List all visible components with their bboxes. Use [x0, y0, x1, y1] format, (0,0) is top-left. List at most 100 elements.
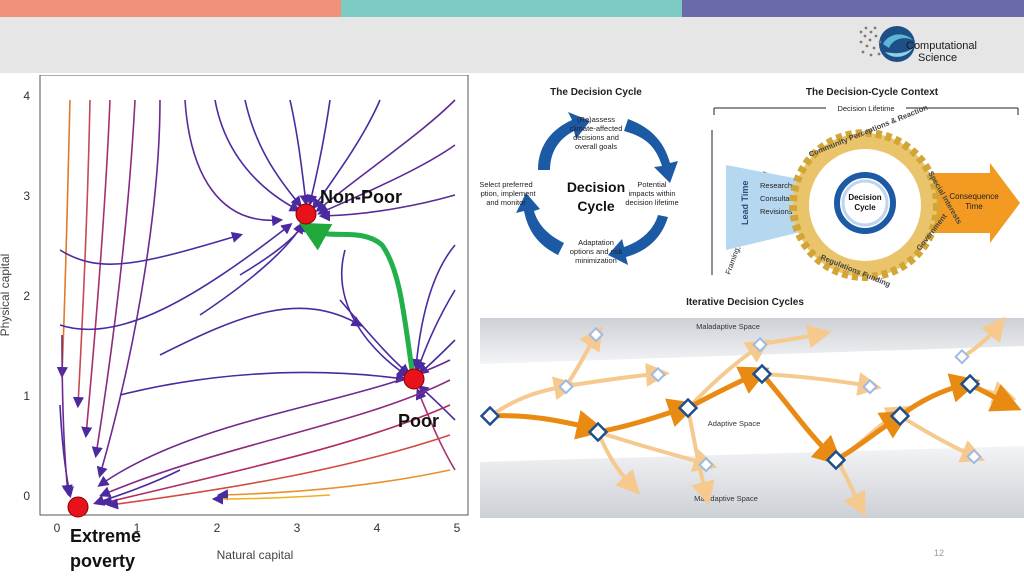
- inner-cycle-icon: [834, 172, 896, 234]
- iterative-cycles-figure: Iterative Decision Cycles Maladaptive Sp…: [480, 297, 1024, 518]
- stream-line: [244, 99, 303, 208]
- cycle-arrows-icon: [516, 112, 678, 265]
- logo-line-2: Science: [918, 52, 958, 64]
- consequence-line2: Time: [965, 202, 983, 211]
- decision-cycle-title: The Decision Cycle: [550, 87, 642, 98]
- research-label: Research: [760, 181, 792, 190]
- lifetime-label: Decision Lifetime: [837, 104, 894, 113]
- bottom-maladaptive-label: Maladaptive Space: [694, 494, 758, 503]
- extreme-poverty-point: [67, 496, 89, 518]
- step-right-2: impacts within: [628, 189, 675, 198]
- minor-nodes: [558, 326, 982, 473]
- stream-line: [199, 222, 304, 316]
- computational-science-logo: [859, 26, 915, 62]
- x-tick-3: 3: [294, 521, 301, 535]
- top-bar-segment-purple: [682, 0, 1024, 17]
- y-tick-4: 4: [23, 89, 30, 103]
- non-poor-label: Non-Poor: [320, 187, 402, 207]
- decision-nodes: [480, 363, 981, 471]
- stream-line: [96, 99, 161, 479]
- stream-line: [289, 99, 311, 207]
- poor-point: [403, 368, 425, 390]
- y-tick-2: 2: [23, 289, 30, 303]
- stream-line: [106, 434, 451, 510]
- stream-line: [99, 379, 451, 498]
- x-tick-4: 4: [374, 521, 381, 535]
- logo-mark-icon: [859, 26, 915, 62]
- step-right-3: decision lifetime: [625, 198, 678, 207]
- x-tick-0: 0: [54, 521, 61, 535]
- x-tick-2: 2: [214, 521, 221, 535]
- stream-line: [61, 334, 73, 497]
- step-bottom-3: minimization: [575, 256, 617, 265]
- stream-line: [417, 339, 456, 375]
- step-left-3: and monitor: [486, 198, 526, 207]
- x-tick-1: 1: [134, 521, 141, 535]
- stream-plot: 0 1 2 3 4 5 0 1 2 3 4 Natural capital Ph…: [0, 75, 469, 571]
- poor-label: Poor: [398, 411, 439, 431]
- step-bottom-1: Adaptation: [578, 238, 614, 247]
- stream-line: [214, 99, 301, 212]
- step-top-2: climate-affected: [570, 124, 623, 133]
- revisions-label: Revisions: [760, 207, 793, 216]
- top-bar-segment-teal: [341, 0, 682, 17]
- stream-line: [159, 307, 363, 356]
- stream-line: [72, 99, 91, 409]
- decision-cycle-center-2: Cycle: [577, 198, 615, 214]
- stream-line: [317, 144, 456, 215]
- stream-line: [318, 194, 456, 222]
- context-center-2: Cycle: [854, 203, 876, 212]
- extreme-poverty-label-line2: poverty: [70, 551, 135, 571]
- step-right-1: Potential: [637, 180, 667, 189]
- lead-time-label: Lead Time: [740, 181, 750, 225]
- stream-line: [415, 388, 456, 471]
- logo-text: Computational Science: [906, 40, 977, 64]
- step-top-4: overall goals: [575, 142, 617, 151]
- stream-line: [59, 223, 293, 331]
- consequence-arrow: [930, 163, 1020, 243]
- top-maladaptive-label: Maladaptive Space: [696, 322, 760, 331]
- stream-line: [216, 469, 451, 501]
- y-tick-0: 0: [23, 489, 30, 503]
- stream-line: [119, 371, 408, 396]
- stream-line: [100, 404, 451, 507]
- stream-line: [59, 231, 244, 265]
- step-top-3: decisions and: [573, 133, 619, 142]
- page-number: 12: [934, 548, 945, 558]
- extreme-poverty-label-line1: Extreme: [70, 526, 141, 546]
- step-top-1: (Re)assess: [577, 115, 615, 124]
- stream-line: [81, 99, 111, 439]
- slide-header: [0, 17, 1024, 73]
- x-tick-5: 5: [454, 521, 461, 535]
- stream-line: [92, 469, 181, 506]
- y-axis-label: Physical capital: [0, 254, 12, 337]
- stream-line: [56, 99, 71, 379]
- consultations-label: Consultations: [760, 194, 806, 203]
- stream-line: [315, 99, 456, 213]
- top-bar-segment-coral: [0, 0, 341, 17]
- y-tick-3: 3: [23, 189, 30, 203]
- stream-line: [184, 99, 284, 227]
- consequence-line1: Consequence: [949, 192, 999, 201]
- step-left-2: option, implement: [480, 189, 537, 198]
- decision-cycle-figure: The Decision Cycle Decision Cycle (Re)as…: [480, 87, 1020, 289]
- stream-line: [415, 289, 456, 373]
- context-center-1: Decision: [848, 193, 881, 202]
- stream-line: [211, 493, 331, 505]
- top-color-bar: [0, 0, 1024, 17]
- y-tick-1: 1: [23, 389, 30, 403]
- non-poor-point: [295, 203, 317, 225]
- step-left-1: Select preferred: [480, 180, 533, 189]
- stream-line: [306, 99, 331, 207]
- transition-arrow: [298, 222, 415, 371]
- decision-cycle-center-1: Decision: [567, 179, 625, 195]
- iterative-title: Iterative Decision Cycles: [686, 297, 804, 308]
- stream-line: [91, 99, 136, 459]
- stream-line: [411, 244, 456, 371]
- adaptive-label: Adaptive Space: [708, 419, 761, 428]
- logo-line-1: Computational: [906, 40, 977, 52]
- context-title: The Decision-Cycle Context: [806, 87, 939, 98]
- stream-line: [312, 99, 381, 210]
- maladaptive-band-bottom: [480, 446, 1024, 518]
- step-bottom-2: options and risk: [570, 247, 623, 256]
